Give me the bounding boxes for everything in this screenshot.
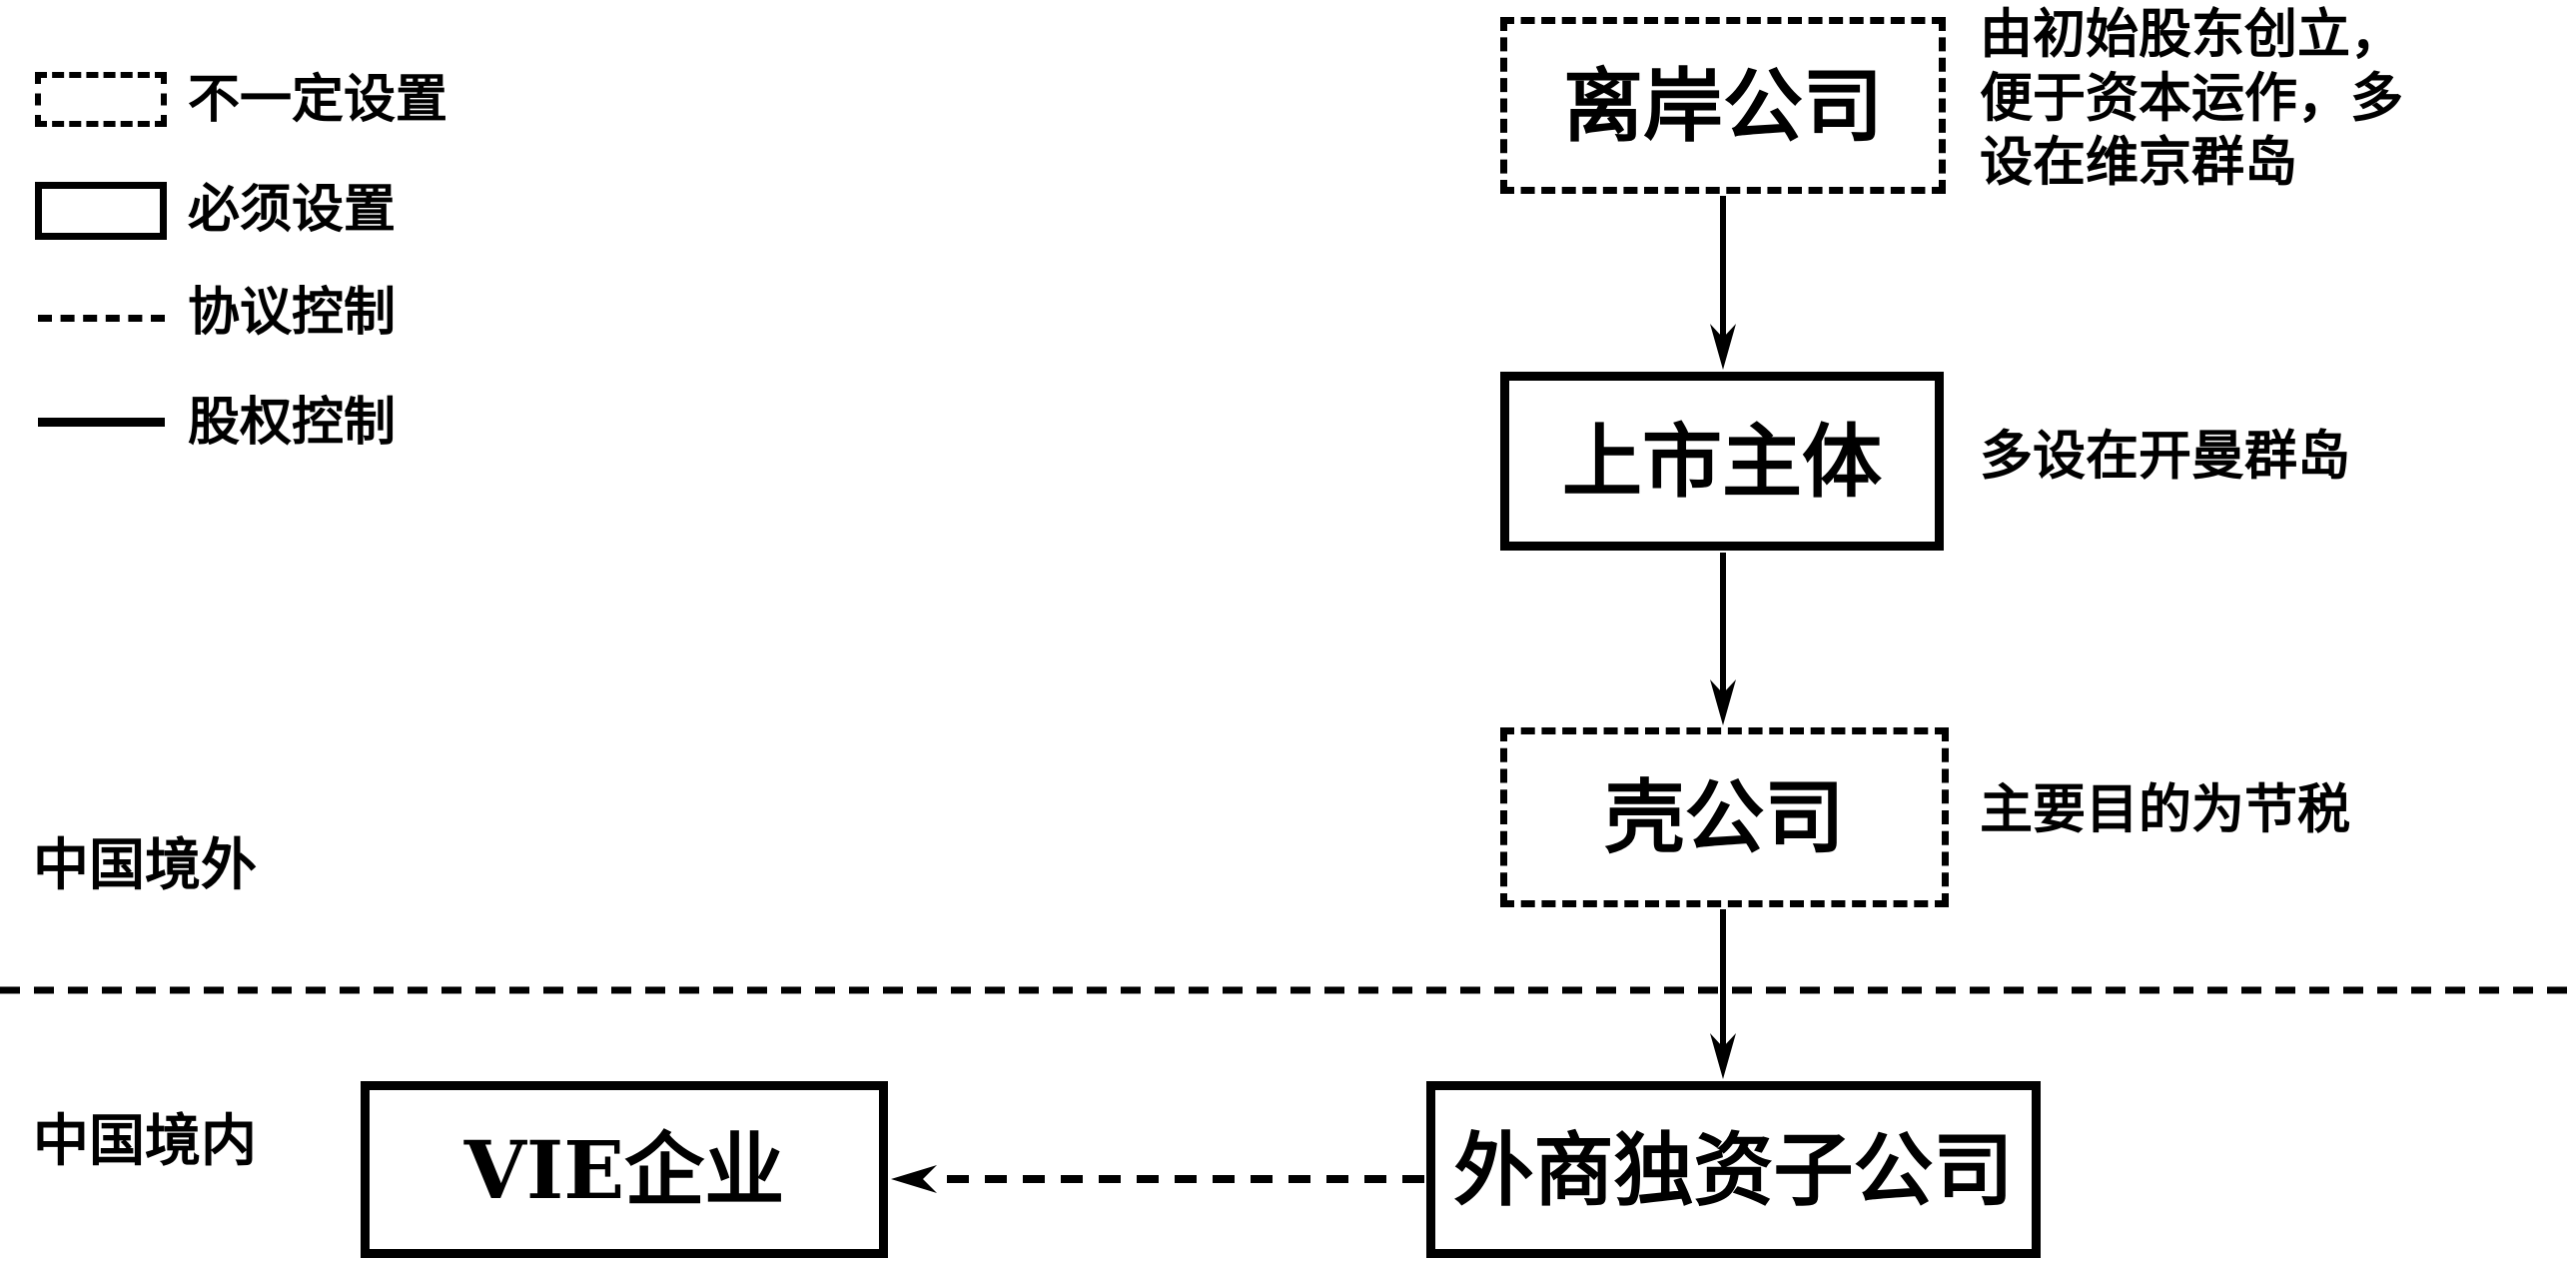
equity-arrow-shell-to-wfoe (1710, 909, 1736, 1079)
legend-label-contract-control: 协议控制 (188, 282, 397, 343)
contract-arrow-wfoe-to-vie (891, 1165, 1424, 1193)
node-listing-entity-label: 上市主体 (1562, 414, 1882, 509)
legend-dashed-box-swatch (35, 72, 167, 127)
node-vie-enterprise: VIE企业 (361, 1081, 888, 1258)
node-wfoe-subsidiary-label: 外商独资子公司 (1453, 1122, 2014, 1217)
node-shell-company: 壳公司 (1500, 727, 1949, 907)
note-listing-entity: 多设在开曼群岛 (1980, 425, 2350, 487)
region-label-inside-china: 中国境内 (33, 1108, 257, 1174)
region-label-outside-china: 中国境外 (33, 832, 257, 898)
note-offshore-line-2: 便于资本运作，多 (1980, 67, 2403, 129)
note-offshore-line-1: 由初始股东创立， (1980, 3, 2403, 65)
node-wfoe-subsidiary: 外商独资子公司 (1426, 1081, 2041, 1258)
node-listing-entity: 上市主体 (1500, 372, 1944, 551)
node-offshore-company: 离岸公司 (1500, 17, 1946, 194)
equity-arrow-offshore-to-listing (1710, 196, 1736, 370)
node-shell-company-label: 壳公司 (1604, 770, 1845, 864)
note-offshore-line-3: 设在维京群岛 (1980, 131, 2297, 193)
note-shell-company: 主要目的为节税 (1980, 778, 2350, 840)
equity-arrow-listing-to-shell (1710, 553, 1736, 725)
node-vie-enterprise-label: VIE企业 (463, 1122, 785, 1217)
legend-solid-line-swatch (38, 418, 165, 427)
legend-label-optional: 不一定设置 (188, 69, 448, 130)
note-offshore-company: 由初始股东创立， 便于资本运作，多 设在维京群岛 (1980, 2, 2403, 194)
node-offshore-company-label: 离岸公司 (1563, 58, 1883, 153)
legend-label-required: 必须设置 (188, 179, 397, 240)
legend-solid-box-swatch (35, 182, 167, 240)
legend-dashed-line-swatch (38, 315, 165, 322)
legend-label-equity-control: 股权控制 (188, 392, 397, 453)
